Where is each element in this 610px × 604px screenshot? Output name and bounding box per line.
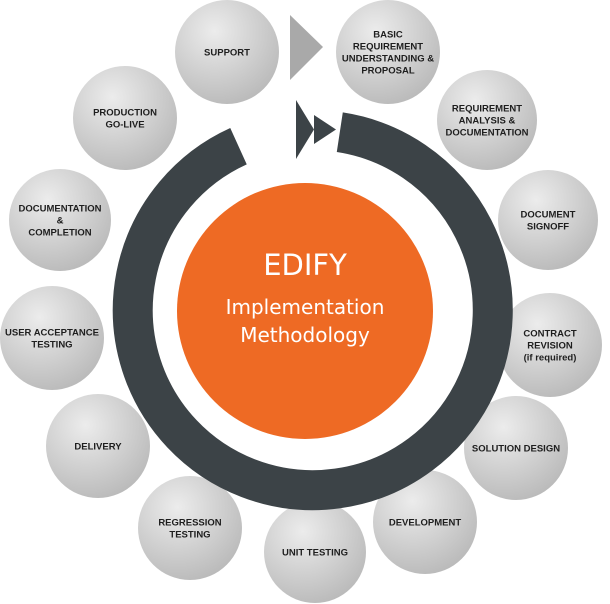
step-label-line: REVISION bbox=[527, 341, 573, 352]
step-label-line: DOCUMENT bbox=[521, 210, 576, 221]
step-label-line: DELIVERY bbox=[74, 442, 122, 453]
center-circle bbox=[177, 183, 433, 439]
step-label-line: DOCUMENTATION bbox=[18, 204, 101, 215]
step-label-line: PRODUCTION bbox=[93, 108, 157, 119]
step-label: SOLUTION DESIGN bbox=[472, 444, 560, 455]
step-label-line: UNDERSTANDING & bbox=[342, 54, 434, 65]
cycle-arrow-tip-icon bbox=[314, 115, 336, 144]
cycle-start-pointer-icon bbox=[290, 15, 323, 80]
step-bubble: DOCUMENTATION&COMPLETION bbox=[9, 169, 111, 271]
step-label-line: TESTING bbox=[31, 340, 72, 351]
step-label: DEVELOPMENT bbox=[389, 518, 462, 529]
step-label-line: COMPLETION bbox=[28, 228, 91, 239]
step-bubble: DELIVERY bbox=[46, 394, 150, 498]
step-bubble-circle bbox=[9, 169, 111, 271]
step-label-line: ANALYSIS & bbox=[459, 116, 516, 127]
step-label-line: REQUIREMENT bbox=[353, 42, 423, 53]
step-bubble-circle bbox=[498, 170, 598, 270]
step-bubble: DEVELOPMENT bbox=[373, 470, 477, 574]
step-label-line: REQUIREMENT bbox=[452, 104, 522, 115]
step-label: DOCUMENTATION&COMPLETION bbox=[18, 204, 101, 239]
step-label-line: TESTING bbox=[169, 530, 210, 541]
step-bubble-circle bbox=[437, 70, 537, 170]
step-bubble: UNIT TESTING bbox=[264, 501, 366, 603]
center-title: EDIFY bbox=[263, 248, 347, 282]
step-label-line: BASIC bbox=[373, 30, 403, 41]
step-label: UNIT TESTING bbox=[282, 548, 348, 559]
step-bubble-circle bbox=[175, 0, 279, 104]
step-label: SUPPORT bbox=[204, 48, 250, 59]
step-label-line: SUPPORT bbox=[204, 48, 250, 59]
step-label-line: GO-LIVE bbox=[105, 120, 144, 131]
center-subtitle-line-1: Implementation bbox=[226, 295, 385, 319]
step-label-line: SOLUTION DESIGN bbox=[472, 444, 560, 455]
step-bubble: SOLUTION DESIGN bbox=[464, 396, 568, 500]
center-subtitle-line-2: Methodology bbox=[240, 323, 370, 347]
step-bubble-circle bbox=[373, 470, 477, 574]
step-bubble-circle bbox=[464, 396, 568, 500]
step-bubble-circle bbox=[336, 0, 440, 104]
step-bubble-circle bbox=[498, 293, 602, 397]
step-label: DELIVERY bbox=[74, 442, 122, 453]
step-label-line: UNIT TESTING bbox=[282, 548, 348, 559]
step-label-line: (if required) bbox=[524, 353, 577, 364]
step-bubble-circle bbox=[264, 501, 366, 603]
cycle-ring bbox=[112, 112, 513, 511]
step-bubble-circle bbox=[138, 476, 242, 580]
cycle-arrow-icon bbox=[296, 100, 314, 159]
step-bubble-circle bbox=[46, 394, 150, 498]
step-label-line: CONTRACT bbox=[523, 329, 576, 340]
step-bubble-circle bbox=[0, 286, 104, 390]
step-label-line: PROPOSAL bbox=[361, 66, 415, 77]
step-label-line: DEVELOPMENT bbox=[389, 518, 462, 529]
step-label-line: USER ACCEPTANCE bbox=[5, 328, 99, 339]
step-label-line: SIGNOFF bbox=[527, 222, 569, 233]
step-bubble: SUPPORT bbox=[175, 0, 279, 104]
step-label-line: REGRESSION bbox=[158, 518, 221, 529]
step-label-line: DOCUMENTATION bbox=[445, 128, 528, 139]
step-label-line: & bbox=[57, 216, 64, 227]
step-bubble-circle bbox=[73, 66, 177, 170]
